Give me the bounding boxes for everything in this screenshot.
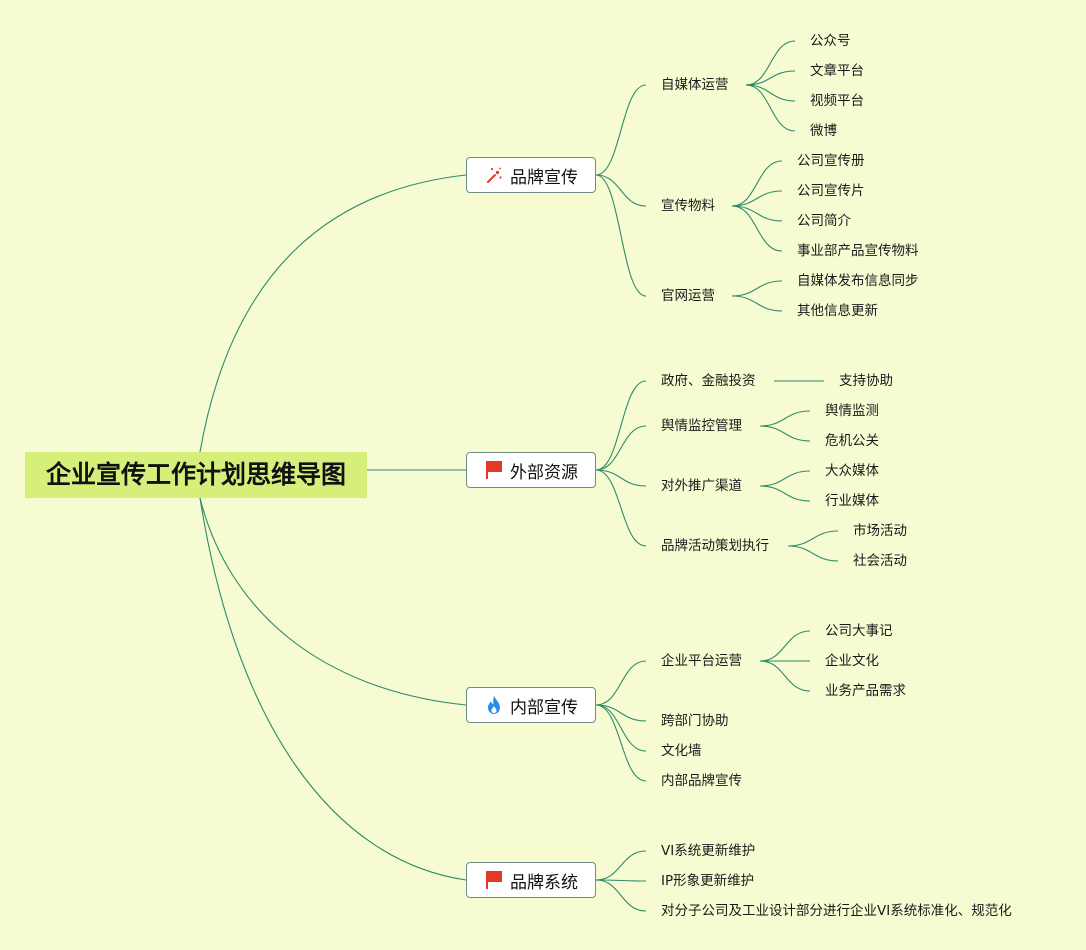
red-flag-icon xyxy=(484,460,504,480)
branch-link xyxy=(595,425,647,471)
branch-link xyxy=(595,469,647,487)
subtopic-internal-brand[interactable]: 内部品牌宣传 xyxy=(661,773,742,789)
branch-link xyxy=(595,84,647,176)
leaf-link xyxy=(759,470,811,487)
subtopic-gov-finance[interactable]: 政府、金融投资 xyxy=(661,373,756,389)
branch-external-resources[interactable]: 外部资源 xyxy=(466,452,596,488)
subtopic-promo-channels[interactable]: 对外推广渠道 xyxy=(661,478,742,494)
branch-link xyxy=(595,704,647,782)
leaf-social-events[interactable]: 社会活动 xyxy=(853,553,907,569)
root-link-brand-promotion xyxy=(199,174,467,453)
leaf-company-milestones[interactable]: 公司大事记 xyxy=(825,623,893,639)
leaf-sync-self-media[interactable]: 自媒体发布信息同步 xyxy=(797,273,919,289)
leaf-link xyxy=(759,425,811,442)
branch-link xyxy=(595,174,647,207)
leaf-link xyxy=(745,70,796,86)
branch-link xyxy=(595,850,647,881)
leaf-link xyxy=(731,280,783,297)
leaf-link xyxy=(731,295,783,312)
leaf-support-assist[interactable]: 支持协助 xyxy=(839,373,893,389)
branch-label: 品牌宣传 xyxy=(510,167,578,188)
leaf-weibo[interactable]: 微博 xyxy=(810,123,837,139)
branch-brand-promotion[interactable]: 品牌宣传 xyxy=(466,157,596,193)
branch-link xyxy=(595,469,647,547)
branch-brand-system[interactable]: 品牌系统 xyxy=(466,862,596,898)
leaf-company-profile[interactable]: 公司简介 xyxy=(797,213,851,229)
leaf-video-platform[interactable]: 视频平台 xyxy=(810,93,864,109)
root-link-brand-system xyxy=(199,497,467,881)
leaf-link xyxy=(787,545,839,562)
leaf-company-video[interactable]: 公司宣传片 xyxy=(797,183,865,199)
leaf-link xyxy=(759,410,811,427)
subtopic-website-ops[interactable]: 官网运营 xyxy=(661,288,715,304)
subtopic-promo-materials[interactable]: 宣传物料 xyxy=(661,198,715,214)
leaf-corporate-culture[interactable]: 企业文化 xyxy=(825,653,879,669)
subtopic-self-media-ops[interactable]: 自媒体运营 xyxy=(661,77,729,93)
leaf-link xyxy=(745,84,796,102)
sparkle-icon xyxy=(484,165,504,185)
leaf-link xyxy=(745,84,796,132)
leaf-opinion-detection[interactable]: 舆情监测 xyxy=(825,403,879,419)
leaf-link xyxy=(759,630,811,662)
subtopic-ip-update[interactable]: IP形象更新维护 xyxy=(661,873,755,889)
leaf-link xyxy=(731,160,783,207)
subtopic-opinion-monitoring[interactable]: 舆情监控管理 xyxy=(661,418,742,434)
leaf-link xyxy=(759,485,811,502)
leaf-business-product-needs[interactable]: 业务产品需求 xyxy=(825,683,906,699)
branch-label: 外部资源 xyxy=(510,462,578,483)
leaf-company-brochure[interactable]: 公司宣传册 xyxy=(797,153,865,169)
leaf-link xyxy=(759,660,811,692)
branch-internal-promotion[interactable]: 内部宣传 xyxy=(466,687,596,723)
subtopic-vi-standardization[interactable]: 对分子公司及工业设计部分进行企业VI系统标准化、规范化 xyxy=(661,903,1012,919)
leaf-crisis-pr[interactable]: 危机公关 xyxy=(825,433,879,449)
subtopic-culture-wall[interactable]: 文化墙 xyxy=(661,743,702,759)
root-link-internal-promotion xyxy=(199,497,467,706)
branch-link xyxy=(595,660,647,706)
leaf-link xyxy=(731,205,783,222)
branch-link xyxy=(595,704,647,752)
branch-label: 品牌系统 xyxy=(510,872,578,893)
subtopic-brand-events[interactable]: 品牌活动策划执行 xyxy=(661,538,769,554)
branch-label: 内部宣传 xyxy=(510,697,578,718)
leaf-link xyxy=(731,190,783,207)
leaf-link xyxy=(787,530,839,547)
leaf-division-product-materials[interactable]: 事业部产品宣传物料 xyxy=(797,243,919,259)
leaf-mass-media[interactable]: 大众媒体 xyxy=(825,463,879,479)
branch-link xyxy=(595,879,647,912)
subtopic-vi-update[interactable]: VI系统更新维护 xyxy=(661,843,756,859)
leaf-article-platform[interactable]: 文章平台 xyxy=(810,63,864,79)
subtopic-cross-dept[interactable]: 跨部门协助 xyxy=(661,713,729,729)
flame-icon xyxy=(484,695,504,715)
red-flag-icon xyxy=(484,870,504,890)
leaf-link xyxy=(731,205,783,252)
root-topic[interactable]: 企业宣传工作计划思维导图 xyxy=(25,452,367,498)
branch-link xyxy=(595,380,647,471)
leaf-link xyxy=(745,40,796,86)
branch-link xyxy=(595,174,647,297)
leaf-wechat-account[interactable]: 公众号 xyxy=(810,33,851,49)
leaf-other-updates[interactable]: 其他信息更新 xyxy=(797,303,878,319)
leaf-industry-media[interactable]: 行业媒体 xyxy=(825,493,879,509)
subtopic-enterprise-platform[interactable]: 企业平台运营 xyxy=(661,653,742,669)
leaf-market-events[interactable]: 市场活动 xyxy=(853,523,907,539)
branch-link xyxy=(595,704,647,722)
